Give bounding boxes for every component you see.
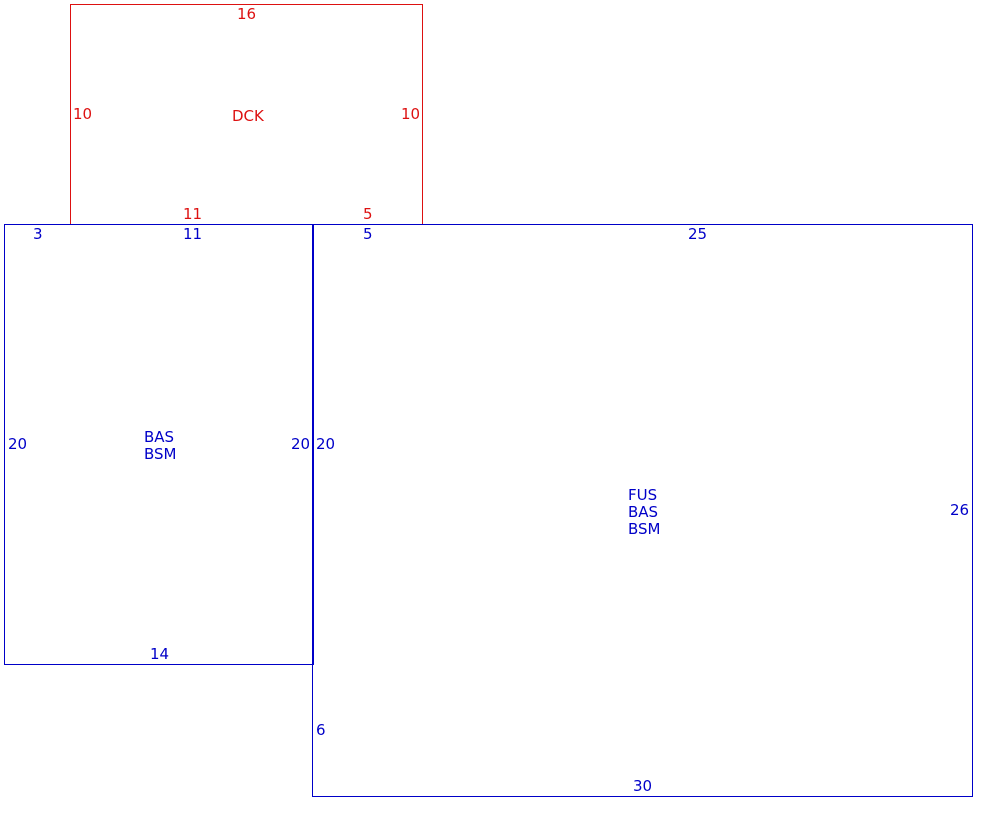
left-wing-dim-top-offset: 3 <box>33 225 43 243</box>
main-block-codes: FUS BAS BSM <box>628 487 661 538</box>
left-wing-dim-bottom: 14 <box>150 645 170 663</box>
main-block-code: BAS <box>628 503 659 521</box>
deck-dim-left: 10 <box>73 105 93 123</box>
deck-dim-right: 10 <box>401 105 421 123</box>
deck-dim-bottom-right: 5 <box>363 205 373 223</box>
main-block-dim-left-lower: 6 <box>316 721 326 739</box>
deck-code: DCK <box>232 107 264 125</box>
main-block-dim-top-left: 5 <box>363 225 373 243</box>
left-wing-code: BAS <box>144 428 175 446</box>
deck-dim-top: 16 <box>237 5 257 23</box>
main-block-outline <box>312 224 973 797</box>
deck-dim-bottom-left: 11 <box>183 205 203 223</box>
left-wing-codes: BAS BSM <box>144 429 177 463</box>
left-wing-dim-left: 20 <box>8 435 28 453</box>
left-wing-outline <box>4 224 314 665</box>
main-block-code: BSM <box>628 520 661 538</box>
main-block-dim-left-upper: 20 <box>316 435 336 453</box>
left-wing-dim-right: 20 <box>291 435 311 453</box>
main-block-dim-right: 26 <box>950 501 970 519</box>
main-block-code: FUS <box>628 486 658 504</box>
main-block-dim-bottom: 30 <box>633 777 653 795</box>
left-wing-code: BSM <box>144 445 177 463</box>
left-wing-dim-top: 11 <box>183 225 203 243</box>
main-block-dim-top: 25 <box>688 225 708 243</box>
